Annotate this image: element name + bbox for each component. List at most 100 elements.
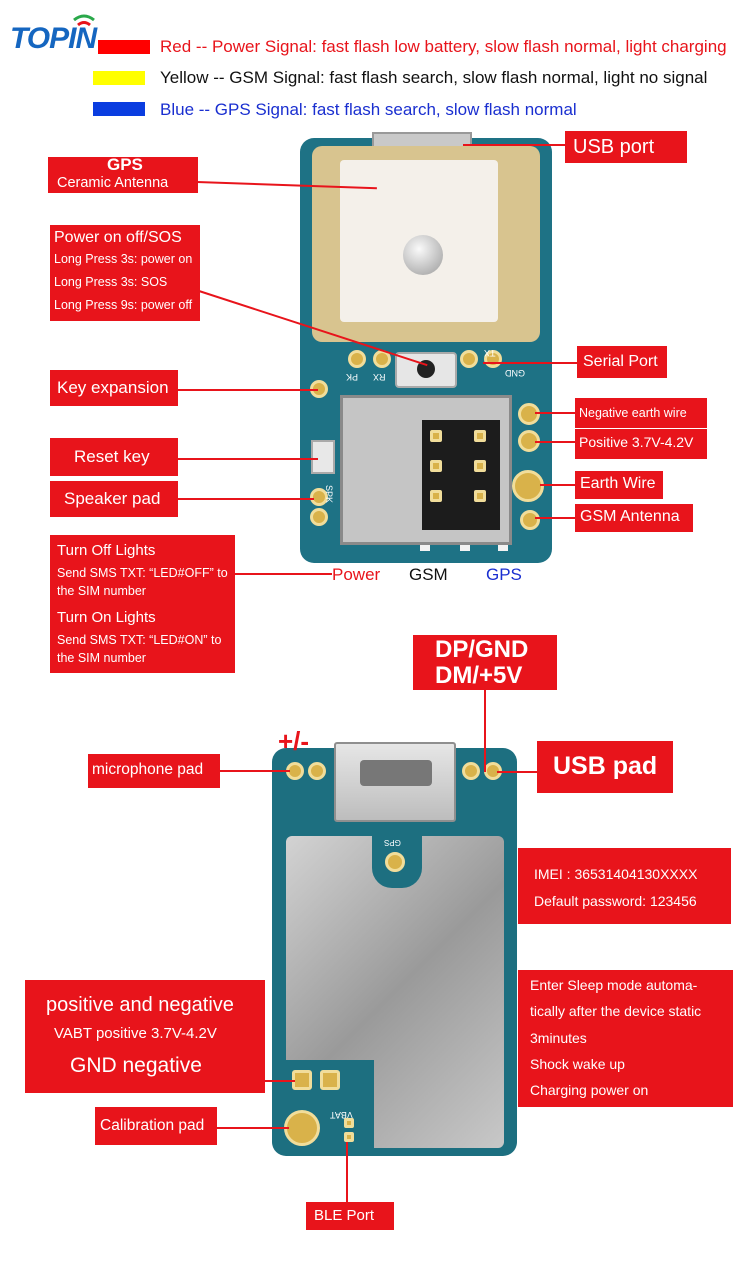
key-expansion-label: Key expansion bbox=[57, 378, 169, 397]
legend-swatch-red bbox=[98, 40, 150, 54]
lights-off-line-2: the SIM number bbox=[57, 584, 146, 598]
vabt-label: VABT positive 3.7V-4.2V bbox=[54, 1025, 217, 1042]
pos-neg-title: positive and negative bbox=[46, 994, 234, 1016]
lights-on-line-2: the SIM number bbox=[57, 651, 146, 665]
lights-off-title: Turn Off Lights bbox=[57, 542, 156, 559]
callout-gps bbox=[48, 157, 198, 193]
led-power bbox=[420, 545, 430, 551]
gps-antenna-feed bbox=[403, 235, 443, 275]
callout-usb-port bbox=[565, 131, 687, 163]
sleep-line-3: 3minutes bbox=[530, 1030, 587, 1046]
negative-earth-pad bbox=[518, 403, 540, 425]
legend-text-yellow: Yellow -- GSM Signal: fast flash search,… bbox=[160, 68, 708, 87]
led-gsm-label: GSM bbox=[409, 565, 448, 584]
usb-pad-1 bbox=[462, 762, 480, 780]
led-power-label: Power bbox=[332, 565, 381, 584]
gsm-antenna-pad bbox=[520, 510, 540, 530]
power-title: Power on off/SOS bbox=[54, 229, 182, 246]
ble-port-label: BLE Port bbox=[314, 1207, 375, 1224]
serial-pad-1 bbox=[348, 350, 366, 368]
legend-swatch-yellow bbox=[93, 71, 145, 85]
legend-text-blue: Blue -- GPS Signal: fast flash search, s… bbox=[160, 100, 577, 119]
silk-pk: PK bbox=[346, 372, 359, 382]
speaker-pad-label: Speaker pad bbox=[64, 489, 161, 508]
sim-contact-1 bbox=[430, 430, 442, 442]
callout-sleep bbox=[518, 970, 733, 1107]
power-line-2: Long Press 3s: SOS bbox=[54, 275, 168, 289]
callout-power bbox=[50, 225, 200, 321]
callout-imei bbox=[518, 848, 731, 924]
callout-usb-pad bbox=[537, 741, 673, 793]
speaker-pad-plus bbox=[310, 488, 328, 506]
line-usb-pad bbox=[497, 771, 537, 773]
line-calibration bbox=[217, 1127, 289, 1129]
earth-wire-pad bbox=[512, 470, 544, 502]
legend-swatch-blue bbox=[93, 102, 145, 116]
line-lights bbox=[235, 573, 332, 575]
sim-contact-5 bbox=[430, 490, 442, 502]
brand-logo-text: TOPIN bbox=[10, 22, 97, 55]
vbat-pad-positive bbox=[292, 1070, 312, 1090]
sim-contact-6 bbox=[474, 490, 486, 502]
silk-gnd: GND bbox=[505, 368, 525, 378]
lights-off-line-1: Send SMS TXT: “LED#OFF” to bbox=[57, 566, 228, 580]
gps-test-pad bbox=[385, 852, 405, 872]
led-gsm bbox=[460, 545, 470, 551]
sleep-line-1: Enter Sleep mode automa- bbox=[530, 977, 698, 993]
sim-contact-3 bbox=[430, 460, 442, 472]
positive-label: Positive 3.7V-4.2V bbox=[579, 434, 694, 450]
ble-pad-2 bbox=[344, 1132, 354, 1142]
line-key-expansion bbox=[178, 389, 318, 391]
silk-gps: GPS bbox=[384, 838, 401, 847]
line-reset bbox=[178, 458, 318, 460]
brand-logo bbox=[6, 8, 116, 64]
callout-calibration bbox=[95, 1107, 217, 1145]
imei-label: IMEI : 36531404130XXXX bbox=[534, 866, 698, 882]
silk-plus: + bbox=[291, 479, 299, 493]
line-serial bbox=[483, 362, 577, 364]
line-usb-port bbox=[463, 144, 565, 146]
led-gps bbox=[498, 545, 508, 551]
sim-contact-2 bbox=[474, 430, 486, 442]
power-line-3: Long Press 9s: power off bbox=[54, 298, 193, 312]
plus-minus-label: +/- bbox=[278, 726, 310, 756]
sleep-line-2: tically after the device static bbox=[530, 1003, 702, 1019]
usb-pad-label: USB pad bbox=[553, 752, 658, 780]
callout-pos-neg bbox=[25, 980, 265, 1093]
callout-negative-earth bbox=[575, 398, 707, 428]
gnd-negative-label: GND negative bbox=[70, 1054, 202, 1077]
callout-ble bbox=[306, 1202, 394, 1230]
line-speaker bbox=[178, 498, 314, 500]
gps-subtitle: Ceramic Antenna bbox=[57, 175, 169, 191]
callout-earth-wire bbox=[575, 471, 663, 499]
calibration-pad-label: Calibration pad bbox=[100, 1117, 205, 1134]
microphone-pad-label: microphone pad bbox=[92, 761, 204, 778]
line-neg-earth bbox=[535, 412, 575, 414]
callout-speaker bbox=[50, 481, 178, 517]
micro-usb-opening bbox=[360, 760, 432, 786]
line-dp-dm bbox=[484, 688, 486, 772]
negative-earth-label: Negative earth wire bbox=[579, 406, 687, 420]
silk-rx: RX bbox=[373, 372, 386, 382]
line-mic bbox=[220, 770, 290, 772]
line-gsm-ant bbox=[535, 517, 575, 519]
calibration-pad bbox=[284, 1110, 320, 1146]
serial-pad-3 bbox=[460, 350, 478, 368]
vbat-pad-negative bbox=[320, 1070, 340, 1090]
lights-on-title: Turn On Lights bbox=[57, 609, 156, 626]
usb-port-label: USB port bbox=[573, 136, 655, 158]
earth-wire-label: Earth Wire bbox=[580, 475, 656, 492]
power-line-1: Long Press 3s: power on bbox=[54, 252, 193, 266]
callout-key-expansion bbox=[50, 370, 178, 406]
mic-pad-2 bbox=[308, 762, 326, 780]
sleep-line-4: Shock wake up bbox=[530, 1056, 625, 1072]
reset-key-label: Reset key bbox=[74, 447, 150, 466]
line-pos-neg bbox=[245, 1080, 295, 1082]
callout-dp-dm bbox=[413, 635, 557, 690]
callout-gsm-antenna bbox=[575, 504, 693, 532]
reset-key-button[interactable] bbox=[311, 440, 335, 474]
password-label: Default password: 123456 bbox=[534, 893, 697, 909]
line-earth-wire bbox=[540, 484, 575, 486]
callout-reset bbox=[50, 438, 178, 476]
silk-tx: TX bbox=[484, 348, 496, 358]
